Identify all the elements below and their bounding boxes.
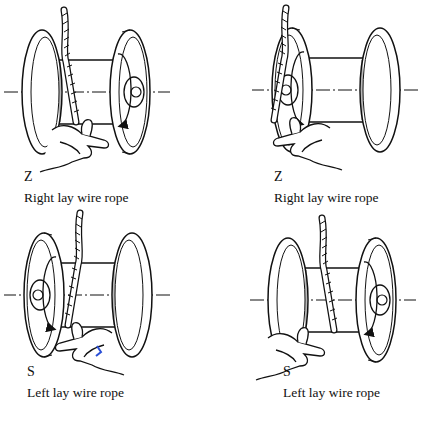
lay-letter: S [283, 364, 291, 380]
reel-top-left [4, 10, 170, 172]
rope-type-label: Right lay wire rope [274, 190, 379, 206]
reel-bottom-left [4, 213, 170, 375]
reel-bottom-right [250, 218, 416, 380]
reel-top-right [252, 8, 418, 170]
lay-letter: Z [24, 169, 33, 185]
lay-letter: Z [274, 169, 283, 185]
rope-type-label: Left lay wire rope [27, 385, 124, 401]
lay-letter: S [27, 364, 35, 380]
rope-type-label: Right lay wire rope [24, 190, 129, 206]
blue-mark [96, 346, 101, 356]
rope-type-label: Left lay wire rope [283, 385, 380, 401]
